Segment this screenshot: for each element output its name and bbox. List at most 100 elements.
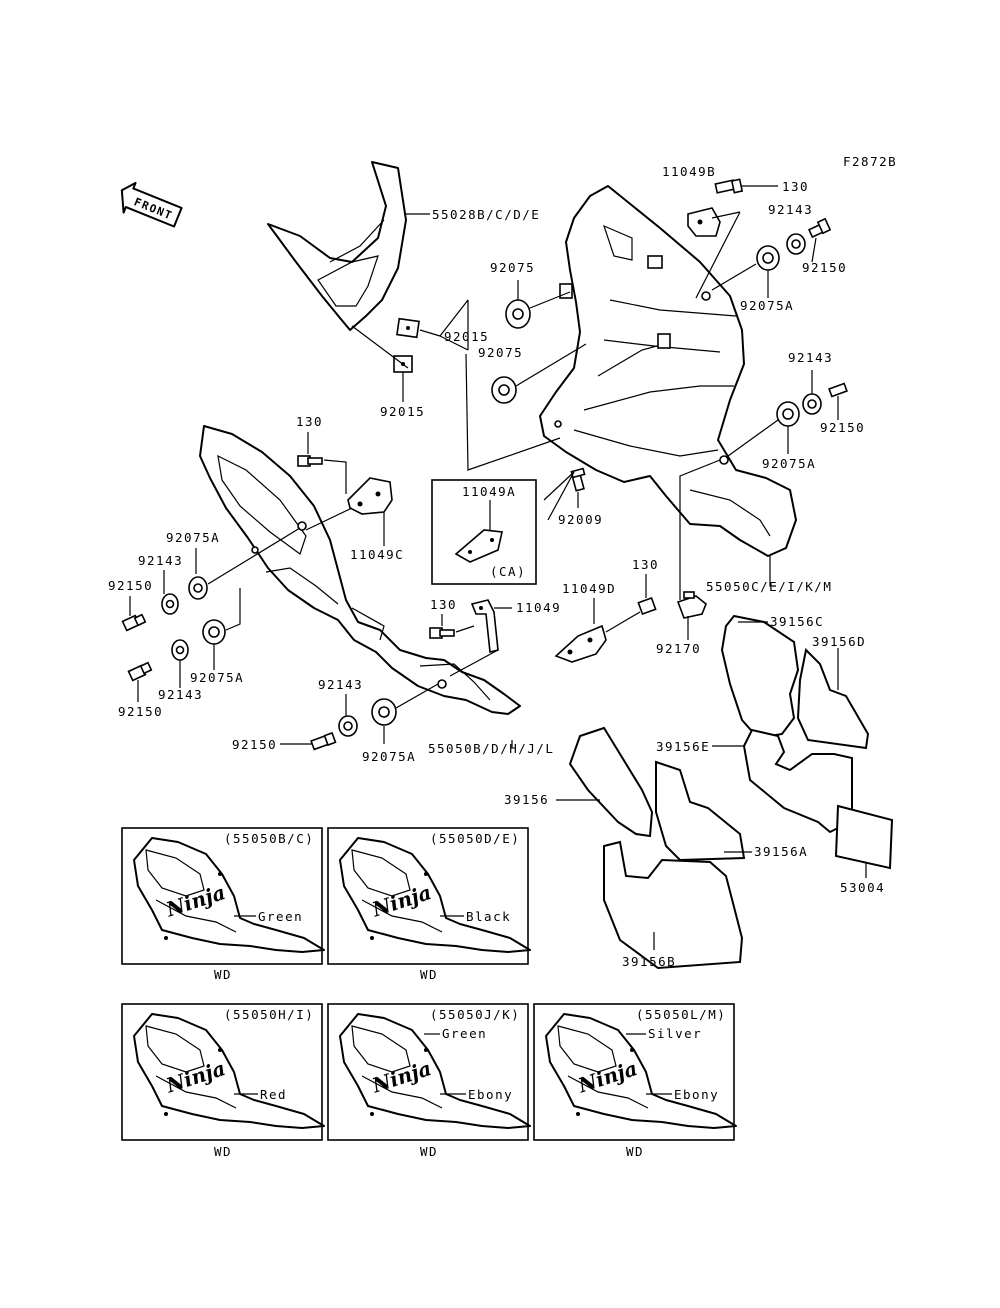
- variant-2-code: (55050D/E): [430, 831, 520, 846]
- label-damper-92075-b: 92075: [478, 345, 523, 360]
- front-arrow-icon: FRONT: [120, 181, 183, 228]
- variant-box-2: (55050D/E) Ninja Black WD: [327, 827, 531, 982]
- bolt-130-right: [637, 596, 657, 616]
- label-upper-cowl: 55028B/C/D/E: [432, 207, 540, 222]
- label-cap-92143-lower: 92143: [158, 687, 203, 702]
- label-pad-39156A: 39156A: [754, 844, 808, 859]
- label-pad-39156D: 39156D: [812, 634, 866, 649]
- label-bracket-11049B: 11049B: [662, 164, 716, 179]
- label-right-lower-cowl: 55050C/E/I/K/M: [706, 579, 832, 594]
- damper-92075A-lower: [202, 619, 226, 645]
- label-bolt-130-top: 130: [782, 179, 809, 194]
- variant-3-note: WD: [214, 1144, 232, 1159]
- variant-box-5: (55050L/M) Ninja Silver Ebony WD: [533, 1003, 737, 1159]
- variant-2-color: Black: [466, 909, 511, 924]
- pad-39156A: [655, 760, 746, 862]
- bracket-11049B: [687, 207, 721, 237]
- label-bracket-11049: 11049: [516, 600, 561, 615]
- variant-3-code: (55050H/I): [224, 1007, 314, 1022]
- damper-92075-upper: [505, 299, 531, 329]
- damper-92075-lower: [491, 376, 517, 404]
- variant-5-code: (55050L/M): [636, 1007, 726, 1022]
- label-cap-92143-b: 92143: [788, 350, 833, 365]
- pad-39156B: [603, 840, 744, 970]
- label-bolt-92150-bottom: 92150: [232, 737, 277, 752]
- label-left-lower-cowl: 55050B/D/H/J/L: [428, 741, 554, 756]
- variant-5-color-top: Silver: [648, 1026, 702, 1041]
- label-damper-92075A-a: 92075A: [740, 298, 794, 313]
- damper-92075A-bottom: [371, 698, 397, 726]
- bolt-92150-left: [121, 613, 147, 632]
- variant-5-note: WD: [626, 1144, 644, 1159]
- label-pad-39156E: 39156E: [656, 739, 710, 754]
- label-bolt-92150-b: 92150: [820, 420, 865, 435]
- bolt-130-left: [297, 455, 323, 467]
- label-pad-39156C: 39156C: [770, 614, 824, 629]
- variant-1-color: Green: [258, 909, 303, 924]
- variant-1-note: WD: [214, 967, 232, 982]
- label-bolt-130-left: 130: [296, 414, 323, 429]
- variant-4-code: (55050J/K): [430, 1007, 520, 1022]
- pad-39156D: [796, 647, 870, 750]
- pad-39156: [568, 726, 654, 838]
- right-lower-cowl: [539, 185, 797, 557]
- label-clip-92015-a: 92015: [444, 329, 489, 344]
- cap-92143-mid: [802, 393, 822, 415]
- pad-53004: [834, 804, 894, 870]
- bolt-92150-lower: [127, 661, 153, 682]
- bolt-130-mid: [429, 627, 455, 639]
- variant-4-color-top: Green: [442, 1026, 487, 1041]
- label-damper-92075A-left: 92075A: [166, 530, 220, 545]
- variant-box-3: (55050H/I) Ninja Red WD: [121, 1003, 325, 1159]
- cap-92143-left: [161, 593, 179, 615]
- pad-39156C: [720, 614, 800, 740]
- label-bracket-11049A: 11049A: [462, 484, 516, 499]
- variant-2-note: WD: [420, 967, 438, 982]
- label-pad-39156: 39156: [504, 792, 549, 807]
- label-bracket-11049C: 11049C: [350, 547, 404, 562]
- label-bolt-92150-left: 92150: [108, 578, 153, 593]
- variant-5-color: Ebony: [674, 1087, 719, 1102]
- variant-box-4: (55050J/K) Ninja Green Ebony WD: [327, 1003, 531, 1159]
- label-bolt-130-mid: 130: [430, 597, 457, 612]
- damper-92075A-top: [756, 245, 780, 271]
- label-damper-92075-a: 92075: [490, 260, 535, 275]
- label-cap-92143-bottom: 92143: [318, 677, 363, 692]
- label-bolt-92009: 92009: [558, 512, 603, 527]
- bracket-11049D: [554, 624, 607, 663]
- clip-92015-upper: [396, 317, 420, 339]
- bolt-92150-mid: [828, 382, 848, 398]
- label-bolt-130-right: 130: [632, 557, 659, 572]
- variant-3-color: Red: [260, 1087, 287, 1102]
- nut-92170: [676, 591, 707, 619]
- label-nut-92170: 92170: [656, 641, 701, 656]
- label-cap-92143-a: 92143: [768, 202, 813, 217]
- variant-1-code: (55050B/C): [224, 831, 314, 846]
- inset-box-11049A: [431, 479, 537, 585]
- label-cap-92143-left: 92143: [138, 553, 183, 568]
- label-ca-note: (CA): [490, 564, 526, 579]
- bolt-92150-bottom: [310, 731, 337, 751]
- bolt-130-top: [714, 178, 744, 194]
- variant-4-note: WD: [420, 1144, 438, 1159]
- bolt-92150-top: [807, 217, 832, 239]
- bracket-11049: [470, 599, 499, 653]
- bolt-92009: [570, 467, 586, 492]
- left-lower-cowl: [199, 425, 521, 715]
- pad-39156E: [742, 728, 853, 834]
- bracket-11049A: [454, 529, 503, 563]
- label-pad-39156B: 39156B: [622, 954, 676, 969]
- label-clip-92015-b: 92015: [380, 404, 425, 419]
- label-damper-92075A-lower: 92075A: [190, 670, 244, 685]
- bracket-11049C: [347, 477, 393, 515]
- figure-code: F2872B: [843, 154, 897, 169]
- label-bolt-92150-a: 92150: [802, 260, 847, 275]
- damper-92075A-left: [188, 576, 208, 600]
- damper-92075A-mid: [776, 401, 800, 427]
- cap-92143-bottom: [338, 715, 358, 737]
- cap-92143-lower: [171, 639, 189, 661]
- label-bolt-92150-lower: 92150: [118, 704, 163, 719]
- label-pad-53004: 53004: [840, 880, 885, 895]
- label-damper-92075A-bottom: 92075A: [362, 749, 416, 764]
